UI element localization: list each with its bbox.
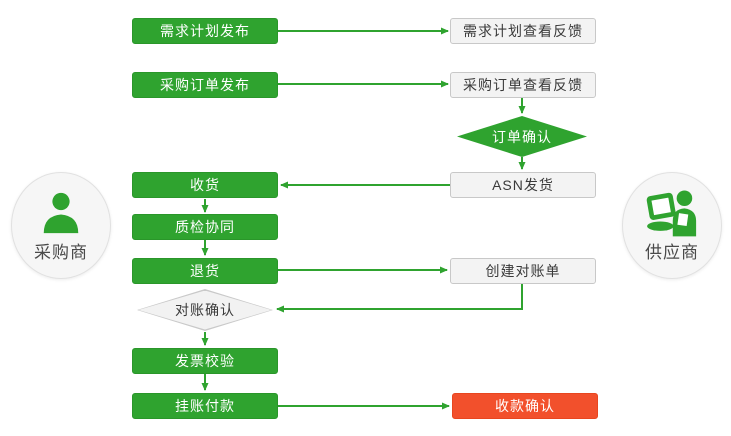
node-create-statement: 创建对账单 <box>450 258 596 284</box>
node-po-feedback: 采购订单查看反馈 <box>450 72 596 98</box>
buyer-person-icon <box>43 192 79 233</box>
node-quality: 质检协同 <box>132 214 278 240</box>
node-order-confirm: 订单确认 <box>457 116 587 157</box>
node-order-confirm-label: 订单确认 <box>492 128 552 145</box>
node-plan-publish: 需求计划发布 <box>132 18 278 44</box>
node-statement-confirm: 对账确认 <box>137 289 273 331</box>
node-plan-feedback: 需求计划查看反馈 <box>450 18 596 44</box>
node-statement-confirm-label: 对账确认 <box>175 302 235 318</box>
node-receipt-confirm: 收款确认 <box>452 393 598 419</box>
node-return-goods: 退货 <box>132 258 278 284</box>
node-asn-ship: ASN发货 <box>450 172 596 198</box>
actor-buyer: 采购商 <box>11 172 111 279</box>
actor-supplier: 供应商 <box>622 172 722 279</box>
supplier-person-laptop-icon <box>646 189 697 236</box>
node-po-publish: 采购订单发布 <box>132 72 278 98</box>
node-payment: 挂账付款 <box>132 393 278 419</box>
node-invoice-check: 发票校验 <box>132 348 278 374</box>
actor-supplier-label: 供应商 <box>645 242 699 262</box>
edge-create-statement-to-statement-confirm <box>276 284 523 313</box>
node-receive: 收货 <box>132 172 278 198</box>
actor-buyer-label: 采购商 <box>34 242 88 262</box>
